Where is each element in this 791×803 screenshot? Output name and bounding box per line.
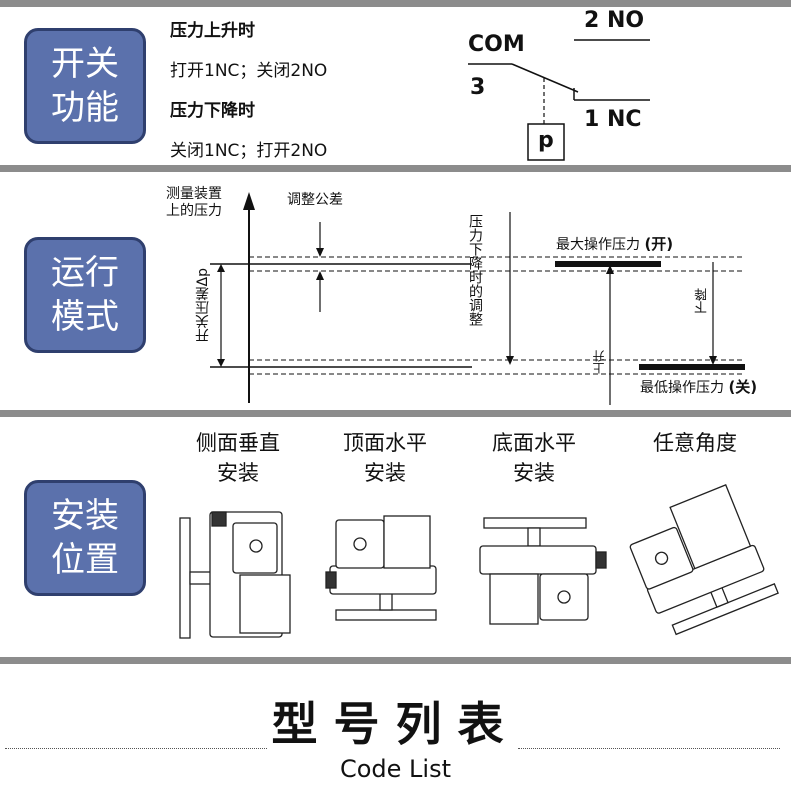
operating-mode-badge: 运行模式 [24,237,146,353]
heading-rule-left [5,748,267,749]
top-divider [0,0,791,7]
position-side-vertical-label: 侧面垂直安装 [196,431,280,485]
fall-adjust-label: 压力下降时的调整 [467,214,483,326]
divider-1 [0,165,791,172]
tolerance-label: 调整公差 [287,192,343,208]
switch-schematic [468,39,650,161]
fall-title: 压力下降时 [170,101,255,121]
pin3-label: 3 [470,75,486,100]
mounting-position-badge: 安装位置 [24,480,146,596]
divider-2 [0,410,791,417]
nc-label: 1 NC [584,107,642,132]
rise-title: 压力上升时 [170,21,255,41]
code-list-heading: 型号列表 [271,697,520,751]
max-pressure-label: 最大操作压力 (开) [556,235,674,253]
position-top-horizontal-label: 顶面水平安装 [343,431,427,485]
no-label: 2 NO [584,8,645,33]
position-any-angle-label: 任意角度 [653,431,737,455]
p-label: p [538,128,554,153]
divider-3 [0,657,791,664]
operating-mode-diagram [210,192,745,405]
y-axis-label: 测量装置上的压力 [166,186,222,219]
min-pressure-label: 最低操作压力 (关) [640,378,758,396]
heading-rule-right [518,748,780,749]
switch-function-badge: 开关功能 [24,28,146,144]
fall-text: 关闭1NC；打开2NO [170,141,328,161]
rise-text: 打开1NC；关闭2NO [170,61,328,81]
code-list-subheading: Code List [339,755,452,783]
com-label: COM [468,32,525,57]
position-bottom-horizontal-label: 底面水平安装 [492,431,576,485]
